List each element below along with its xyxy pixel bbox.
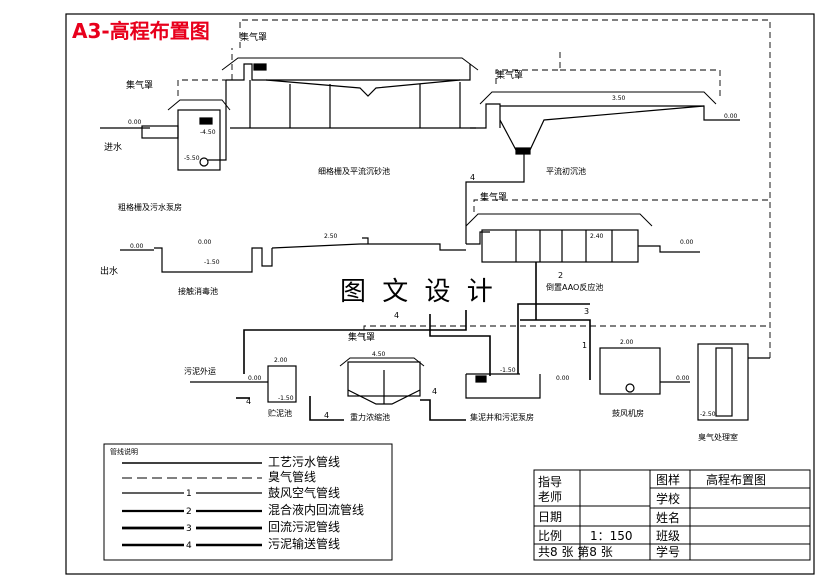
blower-label: 鼓风机房 [612,408,644,418]
legend-title: 管线说明 [110,447,138,456]
thickener-structure [347,361,421,405]
legend-label: 回流污泥管线 [268,519,340,534]
elev-mark: 3.50 [612,95,626,102]
tb-drawing-name: 高程布置图 [706,472,766,487]
legend-num: 2 [186,507,192,517]
line-tag: 3 [584,307,589,316]
tb-school: 学校 [656,491,680,506]
odor-room-structure [697,343,770,421]
tb-class: 班级 [656,529,680,543]
title-block [533,469,811,561]
outflow-label: 出水 [100,265,118,277]
coarse-screen-structure [100,80,227,171]
watermark: 图 文 设 计 [340,277,497,307]
elev-mark: 2.00 [620,339,634,346]
aao-tank-structure [466,229,700,263]
drawing-title: A3-高程布置图 [72,19,210,43]
thickener-label: 重力浓缩池 [350,412,390,422]
line-tag: 2 [558,271,563,280]
elev-mark: 0.00 [556,375,570,382]
legend-num: 3 [186,524,192,534]
tb-sheets: 共8 张 第8 张 [538,545,613,559]
sludge-out-label: 污泥外运 [184,366,216,376]
elev-mark: 4.50 [372,351,386,358]
gas-hood-label-4: 集气罩 [480,191,507,203]
sludge-well-structure [465,373,541,399]
elev-mark: 2.40 [590,233,604,240]
elev-mark: 2.50 [324,233,338,240]
drawing-frame [65,13,815,575]
elev-mark: 0.00 [248,375,262,382]
legend-num: 1 [186,489,192,499]
tb-scale-label: 比例 [538,529,562,543]
disinfection-structure [120,237,466,273]
elev-mark: 2.00 [274,357,288,364]
line-tag: 4 [470,173,475,182]
title-block-text: 指导 老师 日期 比例 1：150 共8 张 第8 张 图样 高程布置图 学校 … [538,472,766,559]
gas-hood-label-5: 集气罩 [348,331,375,343]
tb-scale-value: 1：150 [590,529,633,543]
odor-pipeline [177,19,771,358]
tb-drawing-label: 图样 [656,472,680,487]
sludge-well-label: 集泥井和污泥泵房 [470,412,534,422]
line-tag: 4 [246,397,251,406]
fine-screen-structure [226,63,476,129]
odor-room-label: 臭气处理室 [698,432,738,442]
gas-hood-label-2: 集气罩 [126,79,153,91]
gas-hood-label-3: 集气罩 [496,69,523,81]
coarse-screen-label: 粗格栅及污水泵房 [118,202,182,212]
sludge-storage-structure [190,365,297,403]
legend-num: 4 [186,541,192,551]
line-tag: 4 [394,311,399,320]
aao-label: 倒置AAO反应池 [546,282,603,292]
line-tag: 4 [324,411,329,420]
tb-name: 姓名 [656,510,680,525]
inflow-label: 进水 [104,141,122,153]
elev-mark: 0.00 [130,243,144,250]
tb-student-id: 学号 [656,544,680,559]
elev-mark: 0.00 [680,239,694,246]
legend-box [103,443,393,561]
elevation-marks: 0.00 -4.50 -5.50 0.00 0.00 0.00 2.50 0.0… [128,95,738,418]
storage-label: 贮泥池 [268,408,292,418]
legend-numbers: 1 2 3 4 [184,486,196,551]
gas-hood-label-1: 集气罩 [240,31,267,43]
blower-house-structure [599,347,690,395]
legend-label: 污泥输送管线 [268,536,340,551]
elev-mark: -5.50 [184,155,200,162]
return-pipelines [236,262,591,421]
elev-mark: 0.00 [198,239,212,246]
legend-label: 工艺污水管线 [268,454,340,469]
elev-mark: -1.50 [278,395,294,402]
disinfection-label: 接触消毒池 [178,286,218,296]
elev-mark: -2.50 [700,411,716,418]
primary-clarifier-structure [465,103,740,244]
elev-mark: 0.00 [128,119,142,126]
elev-mark: -1.50 [204,259,220,266]
line-tag: 4 [432,387,437,396]
tb-supervisor-2: 老师 [538,490,562,504]
line-tag: 1 [582,341,587,350]
legend-label: 混合液内回流管线 [268,502,364,517]
legend-label: 臭气管线 [268,469,316,484]
elev-mark: 0.00 [724,113,738,120]
legend-labels: 工艺污水管线 臭气管线 鼓风空气管线 混合液内回流管线 回流污泥管线 污泥输送管… [268,454,364,551]
elev-mark: -4.50 [200,129,216,136]
tb-date: 日期 [538,510,562,524]
line-number-tags: 4 4 4 2 3 1 4 4 [246,173,589,420]
legend-label: 鼓风空气管线 [268,485,340,500]
primary-clarifier-label: 平流初沉池 [546,166,586,176]
tb-supervisor-1: 指导 [538,474,562,489]
fine-screen-label: 细格栅及平流沉砂池 [318,166,390,176]
elev-mark: -1.50 [500,367,516,374]
elev-mark: 0.00 [676,375,690,382]
